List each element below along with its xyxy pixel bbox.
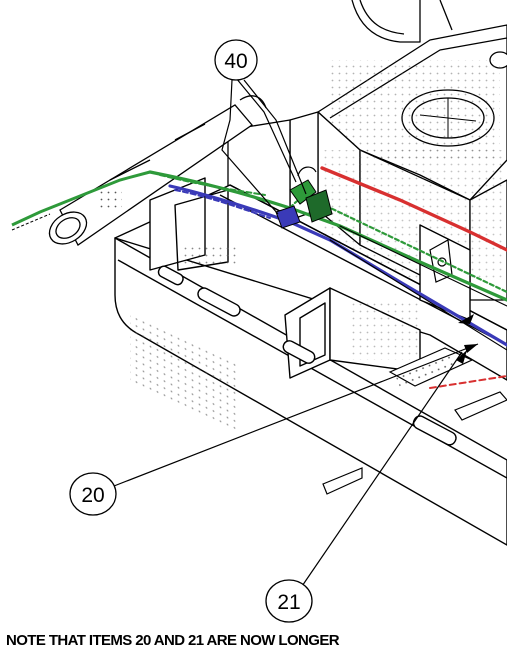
wire-harness-left bbox=[11, 170, 151, 227]
arrowheads bbox=[456, 314, 478, 364]
callout-20: 20 bbox=[69, 472, 117, 516]
callout-40-label: 40 bbox=[224, 50, 247, 73]
callout-20-label: 20 bbox=[81, 484, 104, 507]
callout-21-label: 21 bbox=[277, 591, 300, 614]
callout-40: 40 bbox=[214, 39, 258, 81]
rivet-field-upper bbox=[330, 60, 500, 160]
connector-cluster bbox=[275, 166, 333, 229]
rivet-field-crossmember bbox=[180, 245, 240, 265]
tube-assembly bbox=[48, 95, 267, 246]
rivet-field-floor bbox=[350, 300, 420, 360]
leader-lines bbox=[113, 77, 479, 593]
rail-slots bbox=[157, 265, 457, 446]
callout-21: 21 bbox=[265, 579, 313, 623]
rivet-field-rail bbox=[130, 310, 240, 432]
note-text: NOTE THAT ITEMS 20 AND 21 ARE NOW LONGER bbox=[6, 632, 340, 649]
